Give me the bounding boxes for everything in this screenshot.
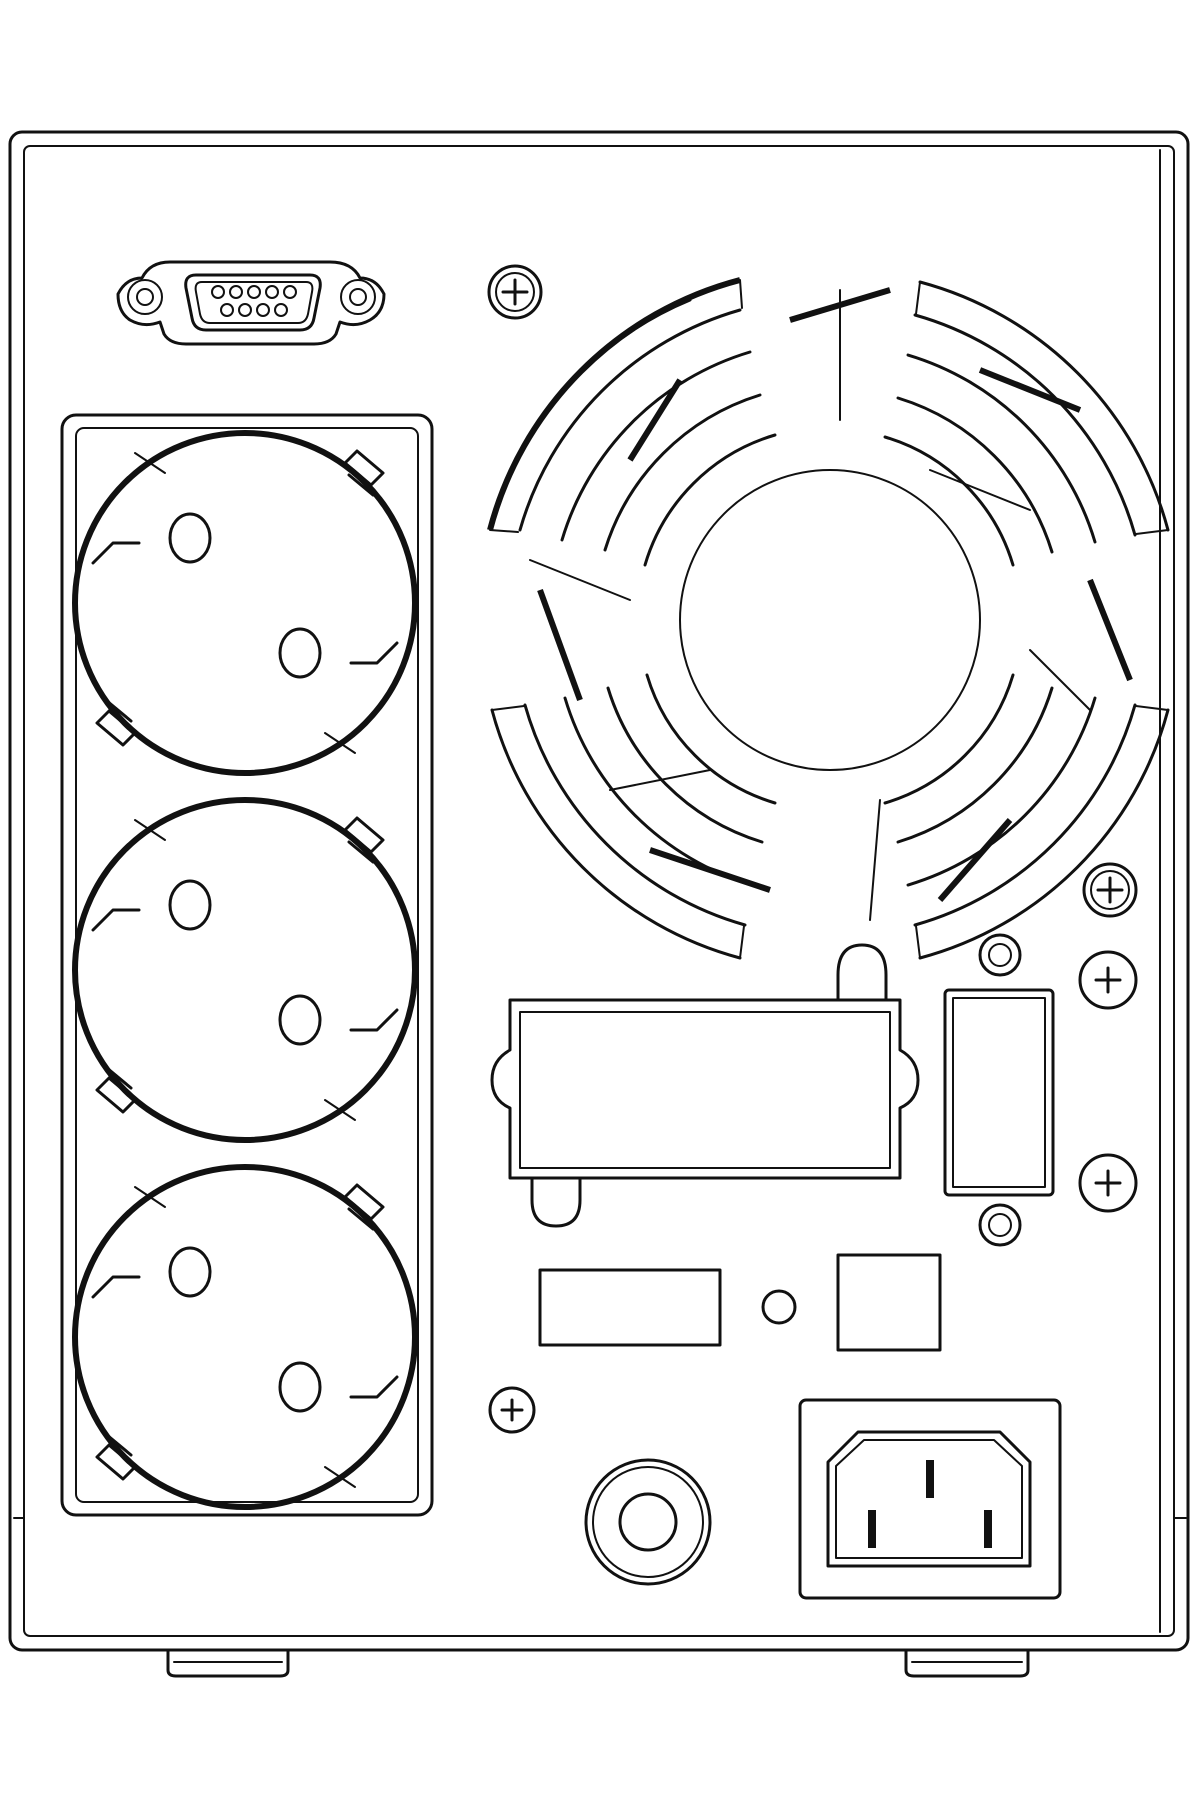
iec-c14-inlet-icon	[798, 1398, 1062, 1600]
screw-icon	[978, 1203, 1022, 1247]
schuko-socket-icon	[72, 797, 418, 1143]
screw-icon	[1082, 862, 1138, 918]
port-icon	[836, 1253, 942, 1352]
screw-icon	[1078, 1153, 1138, 1213]
screw-icon	[488, 1386, 536, 1434]
circuit-breaker-icon	[584, 1458, 712, 1586]
outlet-panel	[60, 413, 434, 1517]
schuko-socket-icon	[72, 1164, 418, 1510]
db9-connector-icon	[116, 260, 386, 346]
foot-left-icon	[166, 1648, 290, 1678]
fan-grille-icon	[487, 277, 1170, 960]
chassis	[8, 130, 1190, 1652]
rubber-feet	[166, 1648, 1030, 1678]
screw-icon	[978, 933, 1022, 977]
comm-panel	[943, 933, 1055, 1247]
schuko-socket-icon	[72, 430, 418, 776]
expansion-slot-cover-icon	[490, 943, 920, 1228]
port-icon	[538, 1268, 722, 1347]
led-icon	[761, 1289, 797, 1325]
db9-pins	[211, 285, 297, 317]
screw-icon	[487, 264, 543, 320]
screw-icon	[1078, 950, 1138, 1010]
foot-right-icon	[904, 1648, 1030, 1678]
